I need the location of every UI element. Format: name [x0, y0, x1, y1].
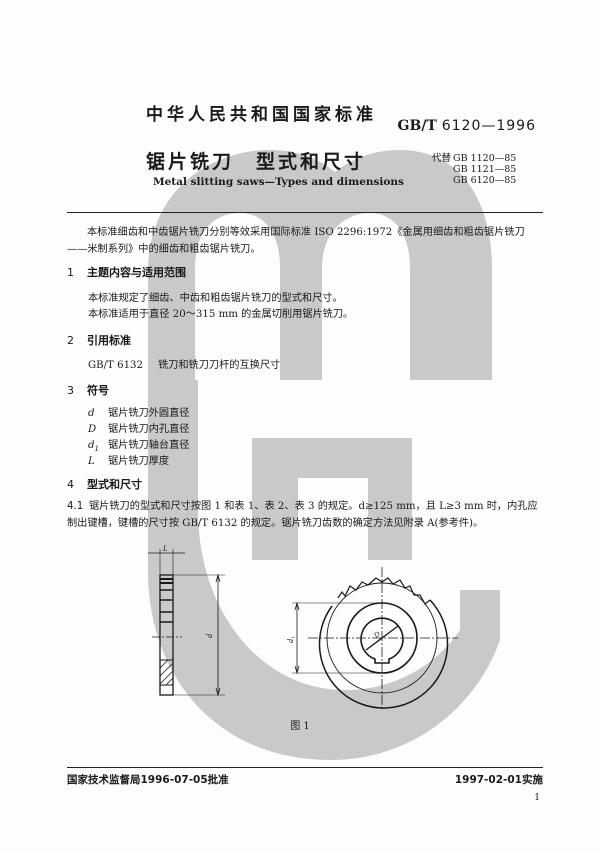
- effective-date: 1997-02-01实施: [454, 774, 543, 786]
- page-number: 1: [534, 793, 540, 803]
- dim-label-L: L: [162, 544, 168, 553]
- dim-label-d: d: [205, 633, 214, 638]
- reference-title: 铣刀和铣刀刀杆的互换尺寸: [158, 360, 281, 371]
- title-part1: 锯片铣刀: [146, 151, 235, 173]
- title-part2: 型式和尺寸: [256, 151, 367, 173]
- reference-entry: GB/T 6132 铣刀和铣刀刀杆的互换尺寸: [88, 357, 280, 374]
- side-view: L d: [148, 544, 225, 697]
- dim-label-d1: d₁: [286, 636, 295, 643]
- standard-number: GB/T 6120—1996: [398, 118, 536, 134]
- figure-caption: 图 1: [290, 721, 310, 732]
- replaced-standard: GB 6120—85: [453, 175, 517, 186]
- replaced-standard: GB 1120—85: [453, 153, 517, 164]
- front-view: D d₁: [286, 567, 458, 710]
- section-1-paragraph: 本标准规定了细齿、中齿和粗齿锯片铣刀的型式和尺寸。: [88, 293, 343, 304]
- publisher-title: 中华人民共和国国家标准: [146, 105, 377, 125]
- intro-paragraph: 本标准细齿和中齿锯片铣刀分别等效采用国际标准 ISO 2296:1972《金属用…: [67, 227, 525, 255]
- standard-prefix: GB/T: [397, 118, 437, 134]
- dim-label-D: D: [371, 629, 382, 640]
- section-1-paragraph: 本标准适用于直径 20～315 mm 的金属切削用锯片铣刀。: [88, 309, 354, 320]
- reference-code: GB/T 6132: [88, 360, 144, 371]
- replaced-standard: GB 1121—85: [453, 164, 517, 175]
- document-title: 锯片铣刀型式和尺寸: [146, 147, 366, 174]
- english-title: Metal slitting saws—Types and dimensions: [153, 176, 404, 188]
- footer-divider: [67, 767, 543, 768]
- approval-date: 国家技术监督局1996-07-05批准: [67, 774, 229, 786]
- standard-code: 6120—1996: [441, 118, 536, 134]
- replaces-label: 代替: [432, 153, 452, 164]
- header-divider: [67, 212, 543, 213]
